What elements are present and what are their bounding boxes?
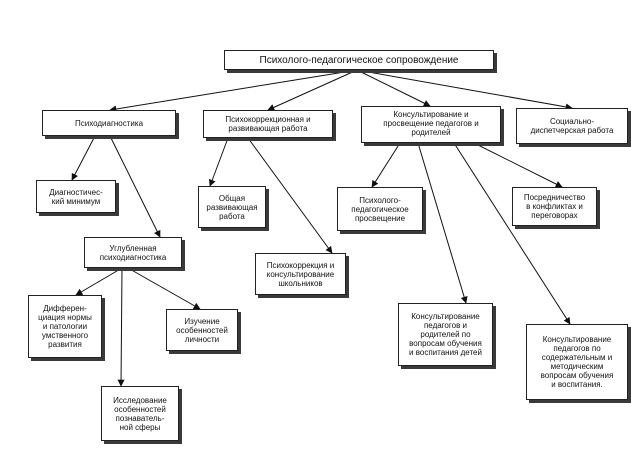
arrow-root-to-social-dispatch — [356, 69, 573, 111]
psych-ped-education-node: Психолого- педагогическое просвещение — [337, 187, 423, 231]
arrow-dd-to-cognitive-research — [117, 267, 125, 387]
conflict-mediation-node: Посредничество в конфликтах и переговора… — [512, 187, 597, 226]
consulting-education-node: Консультирование и просвещение педагогов… — [361, 106, 501, 143]
diagnostic-minimum-node: Диагностичес- кий минимум — [36, 180, 116, 213]
arrow-dd-to-personality-study — [127, 267, 201, 310]
psychocorrection-node: Психокоррекционная и развивающая работа — [203, 110, 333, 138]
psychodiagnostics-node: Психодиагностика — [42, 110, 176, 136]
arrow-pd-to-diagnostic-minimum — [71, 135, 96, 181]
arrow-pc-to-general-dev-work — [208, 137, 229, 187]
arrow-pd-to-deep-diagnostics — [109, 135, 161, 238]
arrow-root-to-psychodiagnostics — [109, 69, 358, 113]
deep-diagnostics-node: Углубленная психодиагностика — [84, 237, 182, 268]
consult-teachers-node: Консультирование педагогов по содержател… — [526, 324, 628, 400]
arrow-ce-to-conflict-mediation — [473, 142, 563, 188]
cognitive-research-node: Исследование особенностей познаватель- н… — [101, 386, 179, 441]
arrow-dd-to-norm-pathology — [75, 267, 123, 296]
arrow-root-to-psychocorrection — [267, 69, 358, 111]
arrow-ce-to-consult-parents — [417, 142, 468, 304]
norm-pathology-node: Дифферен- циация нормы и патологии умств… — [28, 295, 102, 358]
social-dispatch-node: Социально- диспетчерская работа — [516, 108, 628, 144]
arrow-root-to-consulting — [356, 69, 431, 107]
consult-parents-node: Консультирование педагогов и родителей п… — [398, 303, 493, 366]
correction-students-node: Психокоррекция и консультирование школьн… — [255, 253, 346, 295]
root-node: Психолого-педагогическое сопровождение — [224, 50, 494, 70]
personality-study-node: Изучение особенностей личности — [166, 309, 238, 351]
arrow-ce-to-psych-ped-education — [371, 142, 401, 188]
general-dev-work-node: Общая развивающая работа — [198, 186, 266, 228]
arrow-ce-to-consult-teachers — [453, 142, 571, 325]
